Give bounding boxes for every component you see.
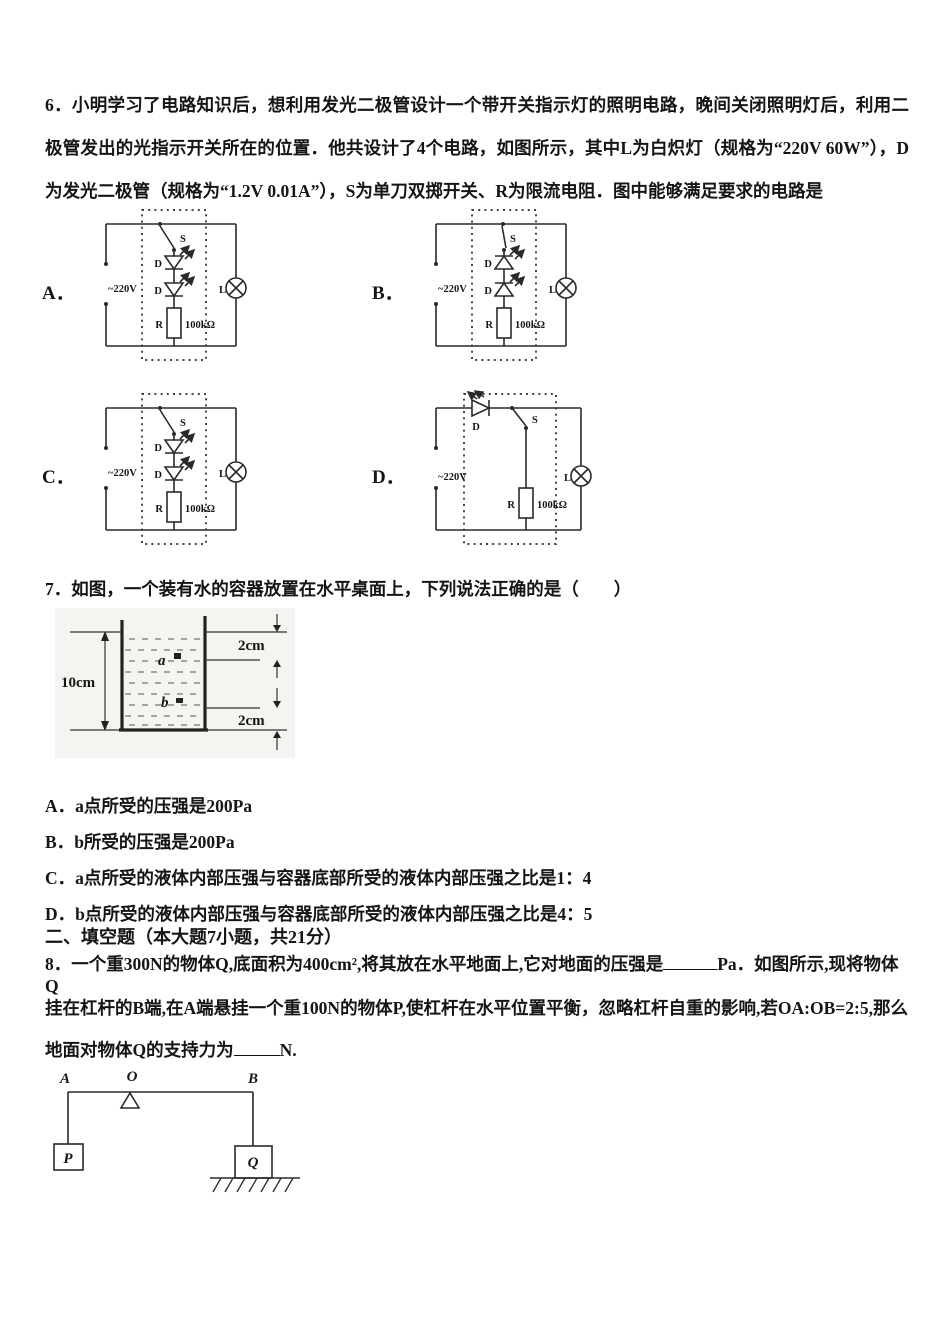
option-c-letter: C． [45,868,76,888]
blank-underline [663,952,718,970]
option-b: B．b所受的压强是200Pa [45,824,909,860]
point-a-label: a [158,653,166,669]
resistor-label: R [485,320,493,331]
question-7-options: A．a点所受的压强是200Pa B．b所受的压强是200Pa C．a点所受的液体… [45,788,909,932]
lamp-label: L [219,469,226,480]
switch-label: S [532,415,538,426]
circuit-b-label: B． [372,283,404,304]
diode-label: D [154,470,162,481]
resistor-label: R [155,504,163,515]
question-8-line-2: 挂在杠杆的B端,在A端悬挂一个重100N的物体P,使杠杆在水平位置平衡，忽略杠杆… [45,998,908,1018]
lever-diagram: A O B P Q [53,1069,300,1193]
option-c-text: a点所受的液体内部压强与容器底部所受的液体内部压强之比是1：4 [75,868,592,888]
fulcrum-o-label: O [127,1069,138,1085]
point-b-label: b [161,695,169,711]
switch-label: S [180,234,186,245]
switch-label: S [180,418,186,429]
diode-label: D [154,286,162,297]
lever-end-a-label: A [59,1071,70,1087]
switch-label: S [510,234,516,245]
option-a: A．a点所受的压强是200Pa [45,788,909,824]
diode-label: D [484,259,492,270]
box-q-label: Q [248,1155,259,1171]
option-a-text: a点所受的压强是200Pa [75,796,253,816]
question-8-line-1: 8．一个重300N的物体Q,底面积为400cm²,将其放在水平地面上,它对地面的… [45,951,909,997]
q8-line3-post: N. [279,1040,297,1060]
circuit-a-label: A． [42,283,75,304]
resistance-label: 100kΩ [185,320,215,331]
section-2-heading: 二、填空题（本大题7小题，共21分） [45,927,342,947]
water-container-figure: 10cm 2cm 2cm a b [55,608,295,763]
depth-label: 10cm [61,675,96,691]
q8-line1-post: Pa．如图所示,现将物体Q [45,954,899,996]
bottom-dimension-label: 2cm [238,713,265,729]
lamp-label: L [219,285,226,296]
box-p-label: P [63,1151,73,1167]
option-d-text: b点所受的液体内部压强与容器底部所受的液体内部压强之比是4：5 [75,904,593,924]
diode-label: D [484,286,492,297]
question-7-text: 7．如图，一个装有水的容器放置在水平桌面上，下列说法正确的是（ ） [45,579,632,599]
top-dimension-label: 2cm [238,638,265,654]
water-container-diagram: 10cm 2cm 2cm a b [55,608,295,758]
diode-label: D [154,443,162,454]
lamp-label: L [549,285,556,296]
lever-end-b-label: B [247,1071,258,1087]
lever-figure: A O B P Q [45,1066,345,1201]
diode-label: D [154,259,162,270]
option-b-text: b所受的压强是200Pa [74,832,235,852]
diode-label: D [472,422,480,433]
source-label: ~220V [438,284,467,295]
circuit-a-diagram: ~220V S D D R 100kΩ L [104,209,247,361]
option-b-letter: B． [45,832,75,852]
option-d-letter: D． [45,904,76,924]
resistor-label: R [155,320,163,331]
source-label: ~220V [108,284,137,295]
source-label: ~220V [438,472,467,483]
source-label: ~220V [108,468,137,479]
lamp-label: L [564,473,571,484]
question-6-text: 6．小明学习了电路知识后，想利用发光二极管设计一个带开关指示灯的照明电路，晚间关… [45,95,909,201]
question-8-line-3: 地面对物体Q的支持力为 N. [45,1037,909,1062]
option-a-letter: A． [45,796,76,816]
circuit-c-label: C． [42,467,75,488]
circuit-d-label: D． [372,467,405,488]
option-c: C．a点所受的液体内部压强与容器底部所受的液体内部压强之比是1：4 [45,860,909,896]
circuit-b-diagram: ~220V S D D R 100kΩ L [434,209,577,361]
q8-line1-pre: 8．一个重300N的物体Q,底面积为400cm²,将其放在水平地面上,它对地面的… [45,954,664,974]
resistance-label: 100kΩ [185,504,215,515]
circuit-c-diagram: ~220V S D D R 100kΩ L [104,393,247,545]
resistor-label: R [507,500,515,511]
resistance-label: 100kΩ [515,320,545,331]
q8-line3-pre: 地面对物体Q的支持力为 [45,1040,234,1060]
option-d: D．b点所受的液体内部压强与容器底部所受的液体内部压强之比是4：5 [45,896,909,932]
blank-underline [233,1038,280,1056]
circuit-d-diagram: ~220V D S R 100kΩ L [434,390,592,545]
resistance-label: 100kΩ [537,500,567,511]
